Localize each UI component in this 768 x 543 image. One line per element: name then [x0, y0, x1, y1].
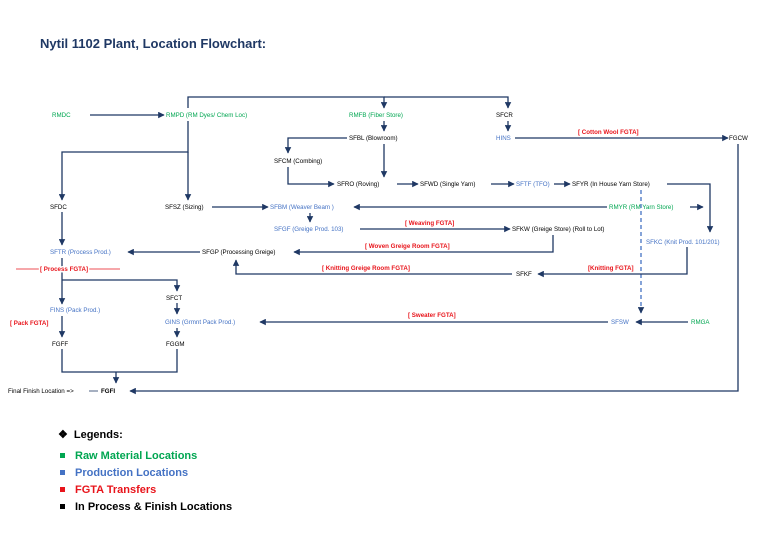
node-sfgp: SFGP (Processing Greige) [202, 249, 275, 256]
node-sfdc: SFDC [50, 204, 67, 211]
pack-fgta-label: [ Pack FGTA] [10, 320, 48, 327]
legend-item: Raw Material Locations [58, 447, 232, 464]
node-hins: HINS [496, 135, 511, 142]
node-fins: FINS (Pack Prod.) [50, 307, 100, 314]
node-rmga: RMGA [691, 319, 710, 326]
weaving-fgta-label: [ Weaving FGTA] [405, 220, 454, 227]
legend-item: Production Locations [58, 464, 232, 481]
legend-square-icon [60, 470, 65, 475]
cotton-wool-fgta-label: [ Cotton Wool FGTA] [578, 129, 639, 136]
legend-item: FGTA Transfers [58, 481, 232, 498]
node-gins: GINS (Grmnt Pack Prod.) [165, 319, 235, 326]
node-fgcw: FGCW [729, 135, 748, 142]
node-rmyr: RMYR (RM Yarn Store) [609, 204, 673, 211]
node-sfct: SFCT [166, 295, 182, 302]
legend-square-icon [60, 453, 65, 458]
node-sfkw: SFKW (Greige Store) (Roll to Lot) [512, 226, 605, 233]
legend-square-icon [60, 504, 65, 509]
legend-heading: ❖ Legends: [58, 428, 232, 442]
woven-greige-fgta-label: [ Woven Greige Room FGTA] [365, 243, 450, 250]
node-sfcr: SFCR [496, 112, 513, 119]
process-fgta-label: [ Process FGTA] [40, 266, 88, 273]
nodes: RMDC RMPD (RM Dyes/ Chem Loc) RMFB (Fibe… [8, 112, 748, 395]
legend-heading-text: Legends: [73, 428, 123, 441]
legend-item: In Process & Finish Locations [58, 498, 232, 515]
page-title: Nytil 1102 Plant, Location Flowchart: [40, 36, 267, 51]
sweater-fgta-label: [ Sweater FGTA] [408, 312, 456, 319]
final-location-label: Final Finish Location => [8, 388, 74, 395]
legend-item-label: FGTA Transfers [75, 483, 157, 496]
diamond-bullet-icon: ❖ [58, 429, 68, 441]
node-sfgf: SFGF (Greige Prod. 103) [274, 226, 343, 233]
node-sfsz: SFSZ (Sizing) [165, 204, 204, 211]
node-sfkc: SFKC (Knit Prod. 101/201) [646, 239, 720, 246]
fgta-transfer-labels: [ Cotton Wool FGTA] [ Weaving FGTA] [ Wo… [10, 129, 639, 327]
node-sftf: SFTF (TFO) [516, 181, 550, 188]
node-rmdc: RMDC [52, 112, 71, 119]
node-fgff: FGFF [52, 341, 68, 348]
node-sfro: SFRO (Roving) [337, 181, 379, 188]
connector-lines [58, 96, 739, 395]
legend-square-icon [60, 487, 65, 492]
node-sftr: SFTR (Process Prod.) [50, 249, 111, 256]
legend-item-label: Raw Material Locations [75, 449, 198, 462]
knitting-greige-fgta-label: [ Knitting Greige Room FGTA] [322, 265, 410, 272]
node-rmfb: RMFB (Fiber Store) [349, 112, 403, 119]
node-sfcm: SFCM (Combing) [274, 158, 322, 165]
legend-item-label: Production Locations [75, 466, 189, 479]
node-sfwd: SFWD (Single Yarn) [420, 181, 475, 188]
node-sfsw: SFSW [611, 319, 629, 326]
node-sfyr: SFYR (In House Yarn Store) [572, 181, 650, 188]
node-fgfi: FGFI [101, 388, 115, 395]
node-sfbm: SFBM (Weaver Beam ) [270, 204, 334, 211]
knitting-fgta-label: [Knitting FGTA] [588, 265, 634, 272]
legend-item-label: In Process & Finish Locations [75, 500, 233, 513]
node-sfbl: SFBL (Blowroom) [349, 135, 398, 142]
node-sfkf: SFKF [516, 271, 532, 278]
node-fggm: FGGM [166, 341, 185, 348]
node-rmpd: RMPD (RM Dyes/ Chem Loc) [166, 112, 247, 119]
